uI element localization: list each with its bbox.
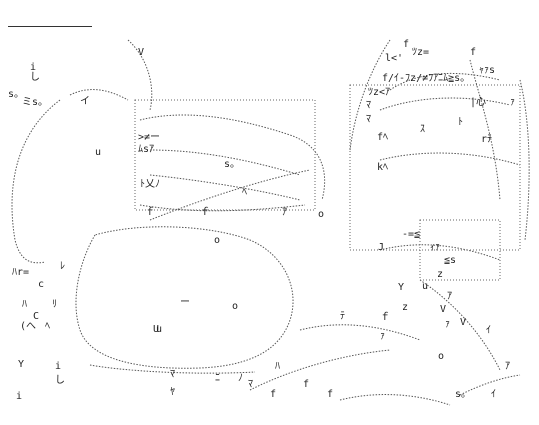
art-glyph: ﾊr= bbox=[12, 267, 30, 278]
art-glyph: ｱ bbox=[447, 291, 452, 302]
art-glyph: o bbox=[438, 351, 445, 362]
art-glyph: ｧ bbox=[445, 319, 450, 330]
art-glyph: ﾑsｱ bbox=[138, 144, 155, 155]
art-glyph: ﾄ乂ﾉ bbox=[140, 179, 160, 190]
art-glyph: i bbox=[16, 391, 23, 402]
art-glyph: l<' bbox=[385, 53, 404, 64]
art-glyph: ﾚ bbox=[60, 261, 65, 272]
art-glyph: (へ bbox=[20, 321, 37, 332]
art-glyph: f bbox=[327, 389, 334, 400]
art-glyph: f bbox=[270, 389, 277, 400]
art-glyph: ｱ bbox=[282, 207, 287, 218]
art-glyph: f bbox=[470, 47, 477, 58]
art-glyph: u bbox=[422, 281, 429, 292]
art-glyph: ミs。 bbox=[22, 97, 49, 108]
art-glyph: -=≦ bbox=[402, 229, 421, 240]
art-glyph: f/ｲ-ﾌz/≠ﾌｱﾆﾑ≧s。 bbox=[382, 73, 471, 84]
art-glyph: f bbox=[303, 379, 310, 390]
art-glyph: ﾔ bbox=[170, 387, 175, 398]
art-glyph: し bbox=[30, 72, 40, 83]
art-glyph: s。 bbox=[8, 89, 25, 100]
art-glyph: o bbox=[232, 301, 239, 312]
art-glyph: ｆ bbox=[200, 207, 210, 218]
title-underline bbox=[8, 26, 92, 27]
art-glyph: ﾂz<ｱ bbox=[368, 87, 391, 98]
art-glyph: u bbox=[156, 324, 163, 335]
art-glyph: ｱ bbox=[505, 361, 510, 372]
art-glyph: U bbox=[153, 324, 160, 335]
art-glyph: Y bbox=[18, 359, 25, 370]
art-glyph: ﾊ bbox=[275, 361, 280, 372]
art-glyph: ﾏ bbox=[366, 114, 371, 125]
art-glyph: ﾉ bbox=[238, 373, 243, 384]
art-glyph: C bbox=[33, 311, 40, 322]
art-glyph: ﾃ bbox=[340, 311, 345, 322]
art-glyph: s。 bbox=[455, 389, 472, 400]
art-glyph: z bbox=[437, 269, 444, 280]
art-glyph: ｆ bbox=[145, 207, 155, 218]
art-glyph: fﾍ bbox=[377, 132, 389, 143]
art-glyph: V bbox=[138, 47, 145, 58]
art-glyph: ﾆ bbox=[215, 373, 220, 384]
art-glyph: V bbox=[460, 317, 467, 328]
art-glyph: ﾂz= bbox=[412, 47, 430, 58]
art-glyph: ｬｧs bbox=[479, 65, 496, 76]
art-glyph: ≦s bbox=[444, 255, 457, 266]
art-glyph: ﾍ bbox=[242, 187, 247, 198]
art-glyph: ﾏ bbox=[248, 379, 253, 390]
art-glyph: c bbox=[38, 279, 45, 290]
art-glyph: ー bbox=[180, 297, 190, 308]
art-glyph: ﾘ bbox=[52, 299, 57, 310]
art-glyph: kﾍ bbox=[377, 162, 389, 173]
art-glyph: z bbox=[402, 302, 409, 313]
art-glyph: J bbox=[378, 242, 385, 253]
art-glyph: i bbox=[55, 361, 62, 372]
art-glyph: o bbox=[318, 209, 325, 220]
art-glyph: し bbox=[55, 375, 65, 386]
art-glyph: ﾄ bbox=[458, 117, 463, 128]
art-glyph: u bbox=[95, 147, 102, 158]
art-glyph: ﾏ bbox=[366, 100, 371, 111]
art-glyph: s。 bbox=[224, 159, 241, 170]
art-glyph: o bbox=[214, 235, 221, 246]
art-glyph: ｆ bbox=[380, 312, 390, 323]
art-glyph: ﾏ bbox=[170, 369, 175, 380]
art-glyph: ｲ bbox=[486, 325, 491, 336]
art-glyph: ｲ bbox=[491, 389, 496, 400]
art-glyph: ｽ bbox=[420, 124, 425, 135]
art-glyph: Y bbox=[398, 282, 405, 293]
art-glyph: ﾍ bbox=[45, 321, 50, 332]
art-glyph: ｨｧ bbox=[430, 242, 440, 253]
art-glyph: i bbox=[30, 62, 37, 73]
art-glyph: ｧ bbox=[510, 97, 515, 108]
art-glyph: ｧ bbox=[380, 331, 385, 342]
art-glyph: f bbox=[403, 39, 410, 50]
art-glyph: イ bbox=[80, 96, 90, 107]
art-glyph: rﾃ bbox=[481, 134, 493, 145]
art-glyph: >≠ー bbox=[138, 132, 161, 143]
art-glyph: |心 bbox=[470, 97, 487, 108]
art-glyph: ﾊ bbox=[22, 299, 27, 310]
art-glyph: V bbox=[440, 304, 447, 315]
